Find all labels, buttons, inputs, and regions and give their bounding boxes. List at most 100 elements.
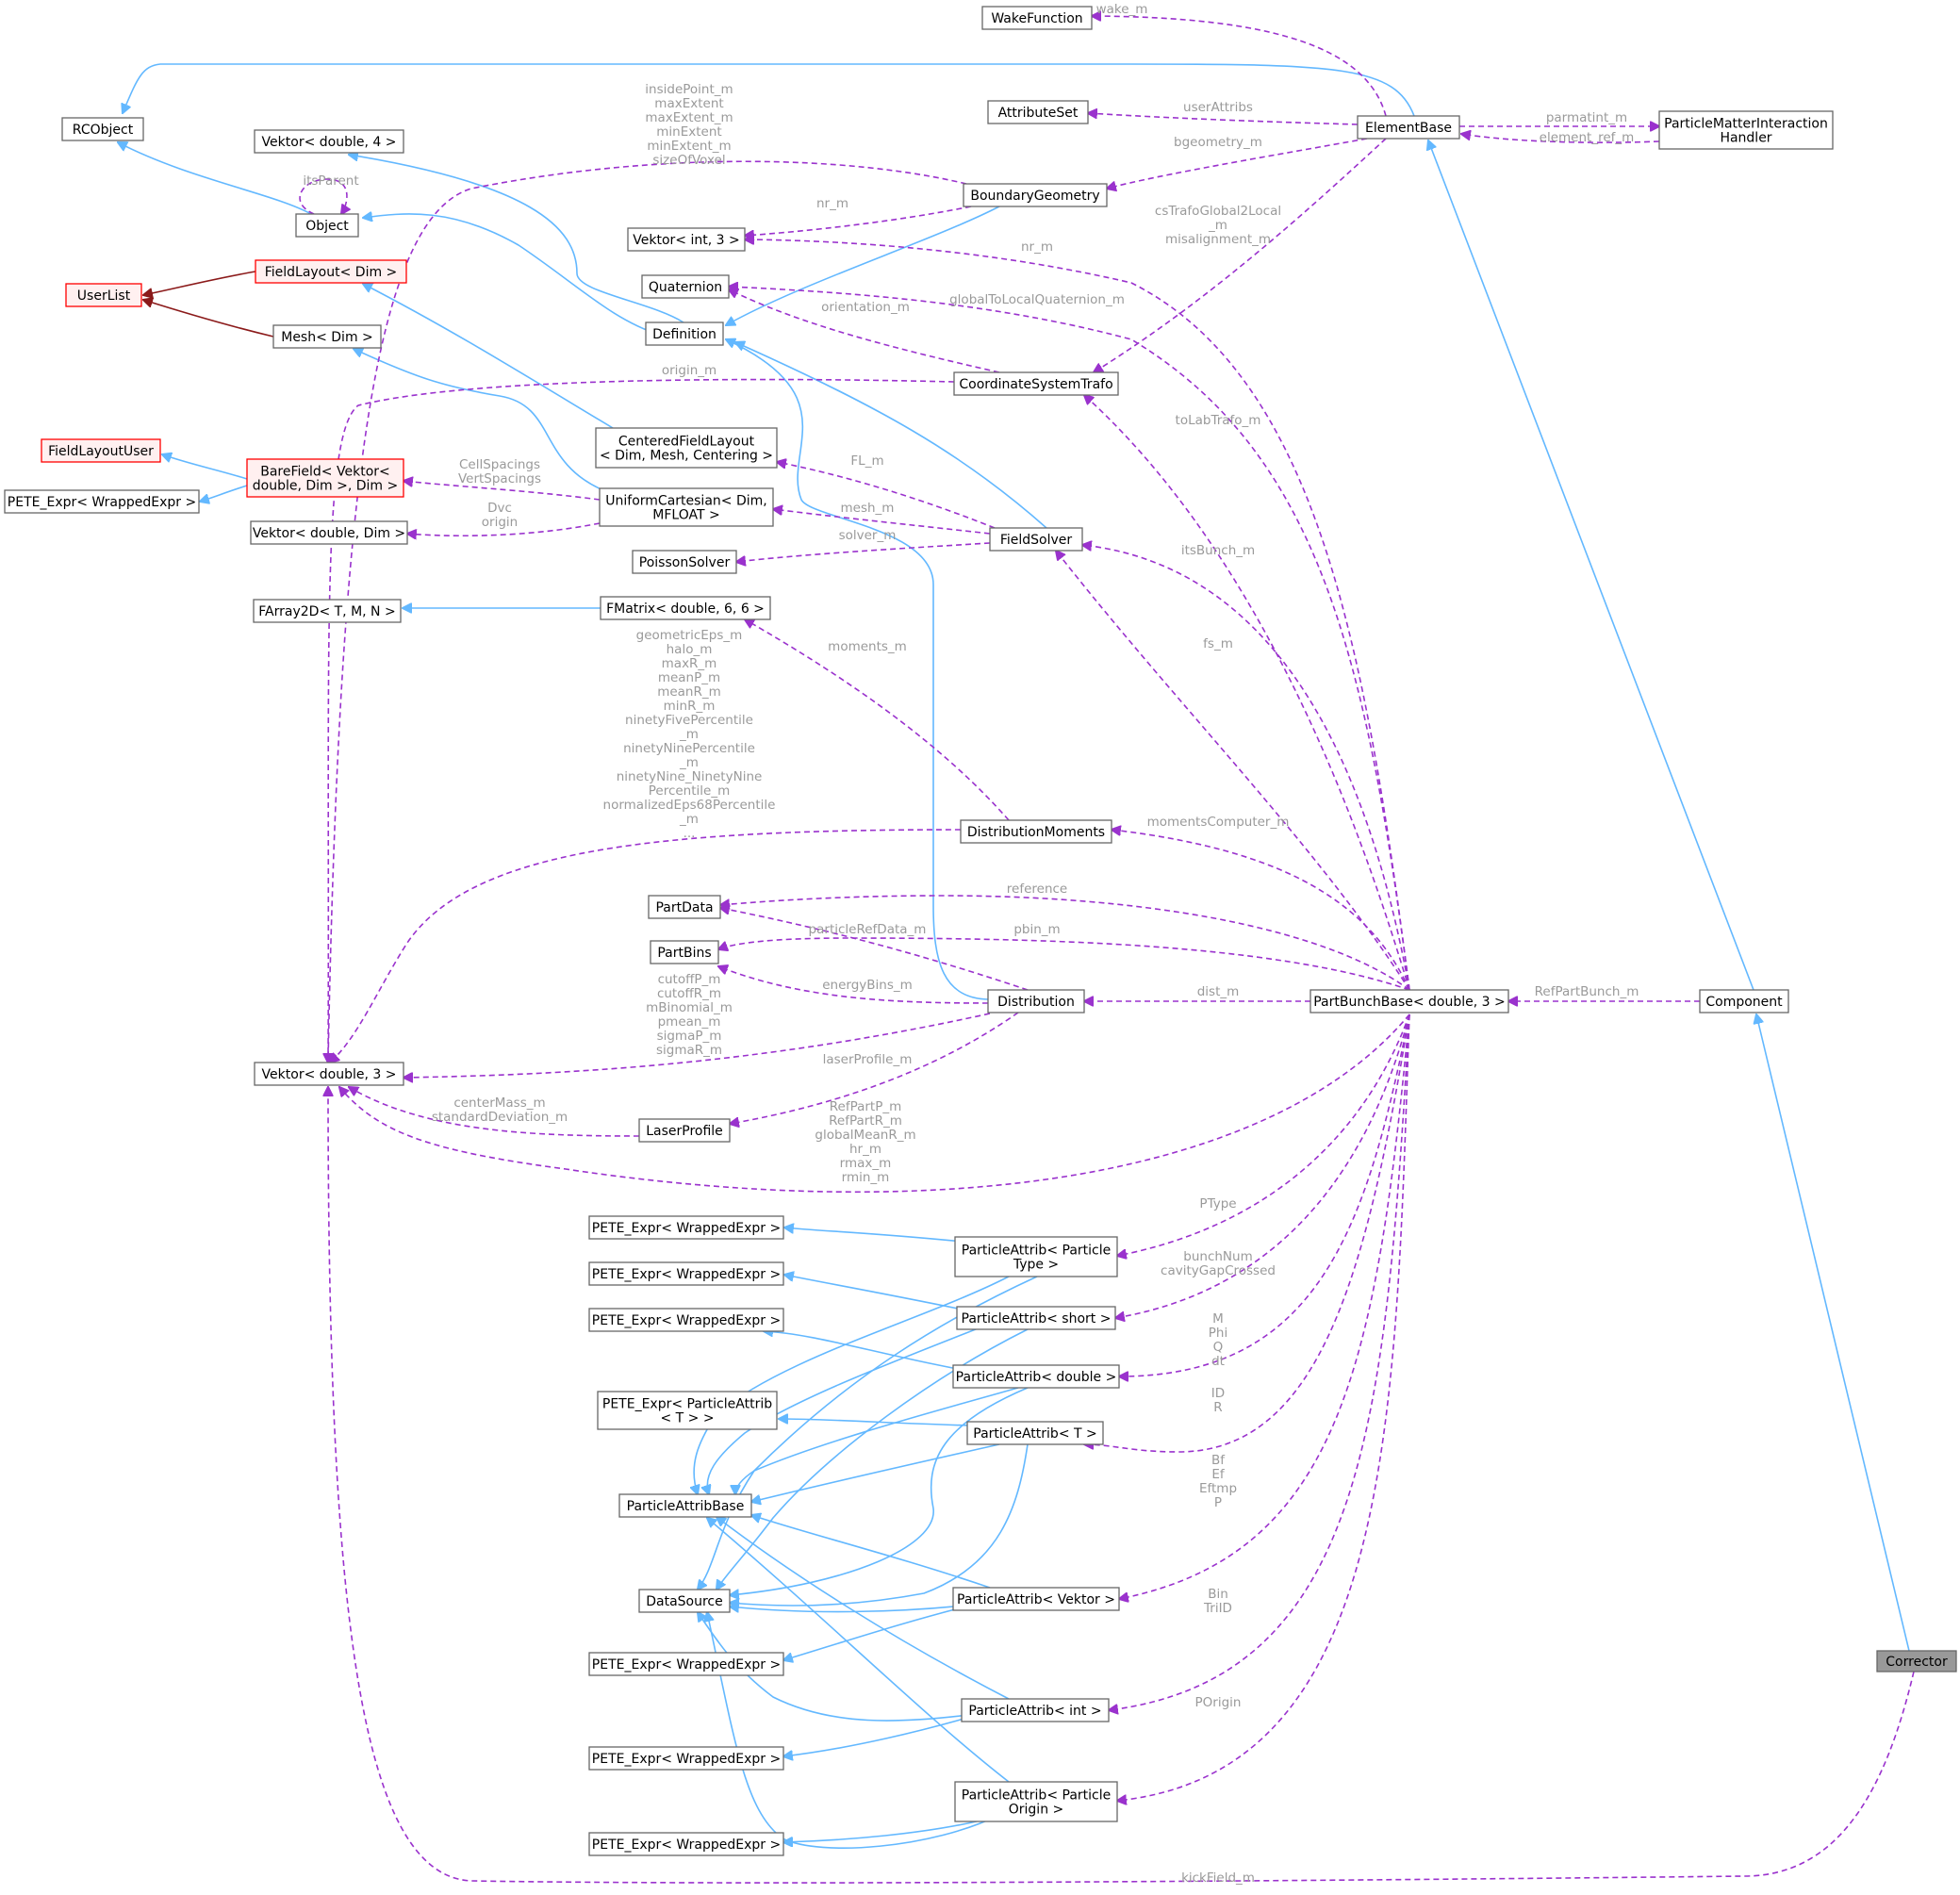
- class-node-label: ParticleAttrib< T >: [973, 1426, 1096, 1442]
- class-node-pabase[interactable]: ParticleAttribBase: [618, 1493, 752, 1518]
- class-node-quaternion[interactable]: Quaternion: [641, 274, 730, 299]
- inheritance-edge-17: [784, 1275, 991, 1316]
- inheritance-edge-19: [779, 1419, 972, 1426]
- class-node-attribute-set[interactable]: AttributeSet: [987, 100, 1089, 124]
- inheritance-edge-25: [716, 1517, 1010, 1700]
- usage-edge-50: [1084, 395, 1410, 991]
- usage-edge-44: [745, 206, 972, 236]
- usage-edge-64: [718, 966, 989, 1004]
- inheritance-edge-26: [707, 1518, 1010, 1783]
- class-node-field-layout[interactable]: FieldLayout< Dim >: [255, 259, 407, 284]
- class-node-cfl[interactable]: CenteredFieldLayout< Dim, Mesh, Centerin…: [595, 427, 778, 469]
- class-node-pete-w6[interactable]: PETE_Expr< WrappedExpr >: [588, 1832, 784, 1856]
- class-node-rcobject[interactable]: RCObject: [61, 117, 144, 141]
- inheritance-edge-16: [784, 1228, 991, 1245]
- edge-label-its-parent: itsParent: [303, 173, 358, 189]
- class-node-cst[interactable]: CoordinateSystemTrafo: [953, 371, 1119, 396]
- class-node-component[interactable]: Component: [1699, 989, 1789, 1013]
- class-node-box: [981, 6, 1093, 30]
- class-node-pa-double[interactable]: ParticleAttrib< double >: [952, 1364, 1120, 1389]
- class-node-box: [4, 489, 200, 514]
- class-node-label: ParticleAttrib< double >: [956, 1370, 1117, 1385]
- class-node-farray2d[interactable]: FArray2D< T, M, N >: [253, 599, 402, 623]
- usage-edge-69: [349, 1087, 640, 1137]
- usage-edge-57: [745, 619, 1010, 821]
- class-node-part-data[interactable]: PartData: [648, 895, 721, 919]
- class-node-dist-moments[interactable]: DistributionMoments: [960, 819, 1112, 844]
- class-node-mesh[interactable]: Mesh< Dim >: [272, 324, 382, 349]
- class-node-pa-int[interactable]: ParticleAttrib< int >: [961, 1698, 1110, 1722]
- class-node-part-bunch-base[interactable]: PartBunchBase< double, 3 >: [1309, 989, 1509, 1013]
- class-node-poisson-solver[interactable]: PoissonSolver: [632, 550, 737, 574]
- usage-edge-43: [299, 178, 347, 214]
- class-node-box: [952, 1364, 1120, 1389]
- class-node-vektor-d-dim[interactable]: Vektor< double, Dim >: [250, 520, 408, 545]
- inheritance-edge-3: [363, 214, 661, 336]
- inheritance-edge-2: [349, 155, 684, 323]
- class-node-boundary-geometry[interactable]: BoundaryGeometry: [963, 183, 1108, 207]
- inheritance-edge-35: [783, 1710, 991, 1756]
- class-node-part-bins[interactable]: PartBins: [650, 940, 719, 964]
- class-node-label: PETE_Expr< WrappedExpr >: [592, 1267, 781, 1282]
- class-node-label: PETE_Expr< WrappedExpr >: [592, 1657, 781, 1673]
- class-node-pa-vektor[interactable]: ParticleAttrib< Vektor >: [952, 1587, 1120, 1611]
- class-node-pete-top[interactable]: PETE_Expr< WrappedExpr >: [4, 489, 200, 514]
- class-node-vektor-i3[interactable]: Vektor< int, 3 >: [627, 227, 746, 252]
- class-node-definition[interactable]: Definition: [645, 321, 724, 346]
- class-node-pete-w3[interactable]: PETE_Expr< WrappedExpr >: [588, 1308, 784, 1332]
- class-node-box: [956, 1306, 1116, 1330]
- class-node-label: CoordinateSystemTrafo: [959, 377, 1112, 392]
- class-node-label: Quaternion: [649, 280, 722, 295]
- class-node-element-base[interactable]: ElementBase: [1357, 115, 1460, 140]
- class-node-field-solver[interactable]: FieldSolver: [989, 527, 1083, 552]
- usage-edge-62: [720, 908, 1029, 991]
- usage-edge-56: [1082, 545, 1410, 991]
- class-node-pete-w2[interactable]: PETE_Expr< WrappedExpr >: [588, 1261, 784, 1286]
- class-node-label: FieldLayout< Dim >: [265, 265, 398, 280]
- class-node-box: [595, 427, 778, 469]
- edge-label-nr-pb: nr_m: [1021, 239, 1053, 255]
- class-node-box: [588, 1308, 784, 1332]
- class-node-corrector[interactable]: Corrector: [1876, 1650, 1957, 1673]
- class-node-pete-w4[interactable]: PETE_Expr< WrappedExpr >: [588, 1652, 784, 1676]
- usage-edge-67: [404, 1013, 991, 1078]
- class-node-box: [253, 599, 402, 623]
- class-node-distribution[interactable]: Distribution: [987, 989, 1085, 1013]
- class-node-wake-function[interactable]: WakeFunction: [981, 6, 1093, 30]
- class-node-object[interactable]: Object: [295, 213, 359, 238]
- class-node-label: PETE_Expr< WrappedExpr >: [592, 1837, 781, 1853]
- usage-edge-59: [330, 829, 962, 1063]
- class-node-pete-w5[interactable]: PETE_Expr< WrappedExpr >: [588, 1746, 784, 1771]
- edge-label-origin: origin_m: [662, 363, 716, 378]
- edge-label-pbin: pbin_m: [1013, 922, 1060, 937]
- class-node-pete-pa[interactable]: PETE_Expr< ParticleAttrib< T > >: [597, 1391, 778, 1430]
- edge-label-moments-computer: momentsComputer_m: [1147, 815, 1290, 830]
- class-node-pa-t[interactable]: ParticleAttrib< T >: [966, 1421, 1104, 1445]
- class-node-box: [65, 283, 142, 307]
- inheritance-edge-1: [118, 142, 312, 215]
- class-node-pa-short[interactable]: ParticleAttrib< short >: [956, 1306, 1116, 1330]
- class-node-box: [632, 550, 737, 574]
- class-node-data-source[interactable]: DataSource: [638, 1589, 731, 1613]
- edge-label-bgeometry: bgeometry_m: [1174, 135, 1262, 150]
- class-node-box: [254, 1062, 404, 1086]
- inheritance-edge-32: [698, 1612, 991, 1722]
- edge-label-elementref: element_ref_m: [1540, 130, 1635, 145]
- class-node-pete-w1[interactable]: PETE_Expr< WrappedExpr >: [588, 1215, 784, 1240]
- class-node-user-list[interactable]: UserList: [65, 283, 142, 307]
- class-node-laser-profile[interactable]: LaserProfile: [638, 1118, 731, 1143]
- edge-label-ref-part-bunch: RefPartBunch_m: [1535, 984, 1639, 999]
- class-node-fmatrix[interactable]: FMatrix< double, 6, 6 >: [600, 596, 771, 620]
- class-node-field-layout-user[interactable]: FieldLayoutUser: [41, 438, 161, 463]
- class-node-box: [953, 371, 1119, 396]
- class-node-bare-field[interactable]: BareField< Vektor<double, Dim >, Dim >: [246, 458, 404, 498]
- class-node-vektor-d4[interactable]: Vektor< double, 4 >: [254, 129, 404, 154]
- class-node-vektor-d3[interactable]: Vektor< double, 3 >: [254, 1062, 404, 1086]
- class-node-uc[interactable]: UniformCartesian< Dim,MFLOAT >: [599, 487, 774, 527]
